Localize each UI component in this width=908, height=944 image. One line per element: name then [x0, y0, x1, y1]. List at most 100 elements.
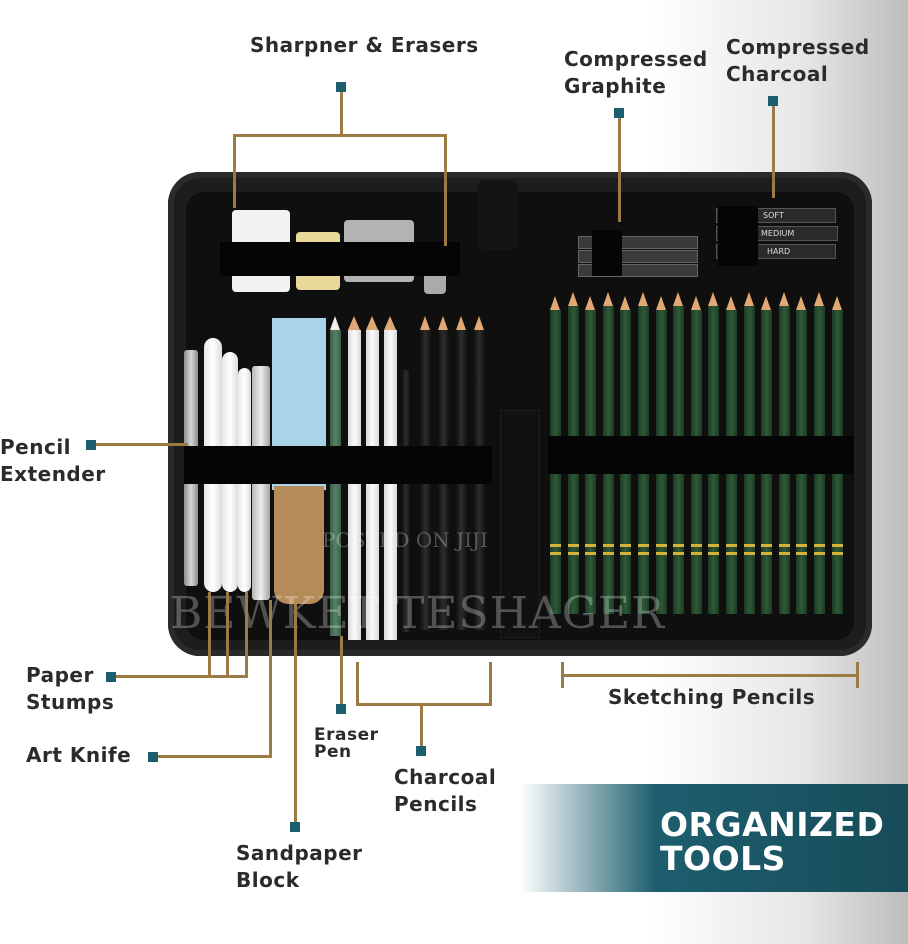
- connector: [356, 703, 492, 706]
- connector: [269, 600, 272, 758]
- graphite-strap: [592, 230, 622, 276]
- pencil-band: [814, 544, 825, 547]
- pencil-band: [761, 552, 772, 555]
- pencil-tip: [568, 292, 578, 306]
- marker-eraser-pen: [336, 704, 346, 714]
- label-art-knife: Art Knife: [26, 743, 132, 767]
- pencil-band: [673, 552, 684, 555]
- blending-stick: [402, 370, 410, 632]
- zipper-pull: [478, 180, 518, 250]
- marker-sharpener: [336, 82, 346, 92]
- pencil-tip: [656, 296, 666, 310]
- connector: [226, 592, 229, 676]
- label-compressed-graphite: Compressed Graphite: [564, 47, 708, 98]
- connector: [208, 592, 211, 676]
- pencil-band: [638, 552, 649, 555]
- top-strap: [220, 242, 460, 276]
- pencil-band: [691, 552, 702, 555]
- connector: [116, 675, 248, 678]
- label-charcoal-pencils: Charcoal Pencils: [394, 765, 497, 816]
- right-elastic-strap: [548, 436, 854, 474]
- connector: [245, 592, 248, 676]
- pencil-band: [673, 544, 684, 547]
- pencil-tip: [691, 296, 701, 310]
- pencil-band: [656, 544, 667, 547]
- marker-art-knife: [148, 752, 158, 762]
- charcoal-stick-label: MEDIUM: [761, 229, 795, 238]
- pencil-tip: [761, 296, 771, 310]
- pencil-band: [726, 544, 737, 547]
- white-charcoal-pencil: [366, 316, 379, 640]
- pencil-band: [603, 552, 614, 555]
- pencil-band: [779, 544, 790, 547]
- marker-graphite: [614, 108, 624, 118]
- pencil-band: [708, 544, 719, 547]
- pencil-band: [568, 552, 579, 555]
- pencil-tip: [726, 296, 736, 310]
- pencil-tip: [832, 296, 842, 310]
- marker-sandpaper: [290, 822, 300, 832]
- pencil-band: [796, 544, 807, 547]
- pencil-tip: [620, 296, 630, 310]
- pencil-tip: [796, 296, 806, 310]
- pencil-tip: [603, 292, 613, 306]
- sandpaper-block-handle: [274, 486, 324, 604]
- pencil-band: [550, 552, 561, 555]
- marker-charcoal: [768, 96, 778, 106]
- connector: [356, 662, 359, 706]
- sharpener: [424, 272, 446, 294]
- marker-paper-stumps: [106, 672, 116, 682]
- center-pocket: [500, 410, 540, 638]
- pencil-tip: [814, 292, 824, 306]
- left-elastic-strap: [184, 446, 492, 484]
- connector: [561, 674, 859, 677]
- pencil-band: [832, 544, 843, 547]
- pencil-tip: [585, 296, 595, 310]
- pencil-band: [832, 552, 843, 555]
- label-sketching-pencils: Sketching Pencils: [608, 685, 816, 709]
- connector: [96, 443, 188, 446]
- pencil-band: [726, 552, 737, 555]
- watermark-line1: POSTED ON JIJI: [322, 528, 488, 552]
- pencil-band: [603, 544, 614, 547]
- pencil-band: [814, 552, 825, 555]
- label-paper-stumps: Paper Stumps: [26, 663, 115, 714]
- pencil-tip: [744, 292, 754, 306]
- label-compressed-charcoal: Compressed Charcoal: [726, 35, 870, 86]
- pencil-band: [744, 552, 755, 555]
- banner-text: ORGANIZED TOOLS: [660, 805, 885, 878]
- pencil-band: [585, 544, 596, 547]
- pencil-band: [656, 552, 667, 555]
- pencil-band: [568, 544, 579, 547]
- pencil-band: [691, 544, 702, 547]
- connector: [340, 92, 343, 136]
- charcoal-strap: [718, 206, 758, 266]
- pencil-tip: [779, 292, 789, 306]
- pencil-band: [550, 544, 561, 547]
- organized-tools-banner: [520, 784, 908, 892]
- label-sandpaper-block: Sandpaper Block: [236, 841, 363, 892]
- watermark-line2: BEWKET TESHAGER: [170, 588, 666, 639]
- pencil-band: [638, 544, 649, 547]
- charcoal-stick-label: SOFT: [763, 211, 784, 220]
- connector: [233, 134, 447, 137]
- pencil-tip: [638, 292, 648, 306]
- pencil-band: [708, 552, 719, 555]
- connector: [233, 134, 236, 208]
- pencil-band: [761, 544, 772, 547]
- label-eraser-pen: Eraser Pen: [314, 725, 379, 762]
- connector: [772, 106, 775, 198]
- connector: [489, 662, 492, 706]
- white-charcoal-pencil: [348, 316, 361, 640]
- pencil-tip: [673, 292, 683, 306]
- pencil-band: [585, 552, 596, 555]
- label-sharpener-erasers: Sharpner & Erasers: [250, 33, 479, 57]
- connector: [618, 118, 621, 222]
- label-pencil-extender: Pencil Extender: [0, 435, 106, 486]
- connector: [158, 755, 272, 758]
- connector: [294, 604, 297, 822]
- charcoal-stick-label: HARD: [767, 247, 791, 256]
- pencil-band: [779, 552, 790, 555]
- pencil-tip: [708, 292, 718, 306]
- marker-charcoal-pencils: [416, 746, 426, 756]
